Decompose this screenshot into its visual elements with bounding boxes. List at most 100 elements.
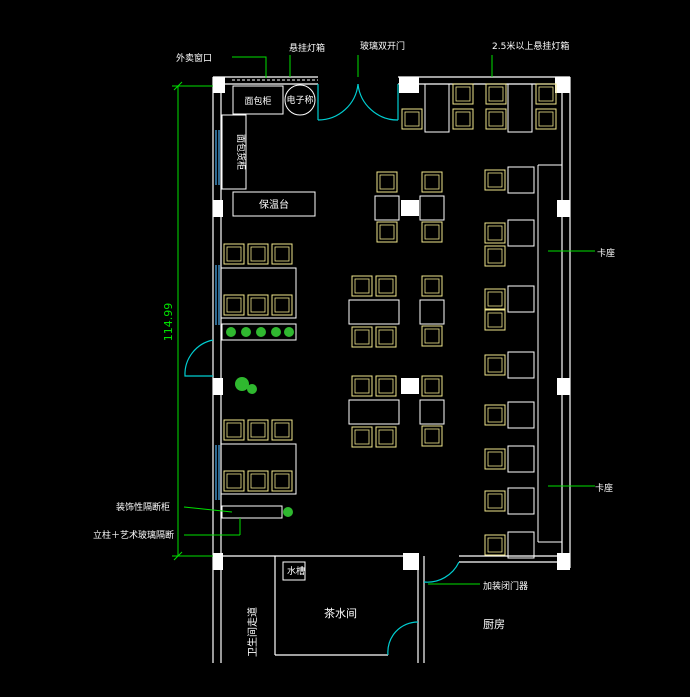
chair [421,171,443,193]
booth-label-top: 卡座 [597,247,615,259]
table [419,195,445,221]
table [507,285,535,313]
plant-icon [241,327,251,337]
chair-seat [487,172,503,188]
table [374,195,400,221]
chair-seat [424,278,440,294]
chair [223,470,245,492]
chair-seat [488,111,504,127]
tea-sink-label: 水槽 [287,565,305,577]
chair-seat [488,86,504,102]
chair [484,490,506,512]
chair [484,448,506,470]
bread-counter-label: 面包柜 [244,95,271,107]
table [507,445,535,473]
chair [247,294,269,316]
columns [213,77,570,570]
chair [452,83,474,105]
tea-room-label: 茶水间 [324,607,357,620]
doors [184,83,460,656]
chair-seat [424,378,440,394]
table [507,401,535,429]
chair-seat [226,246,242,262]
chair-seat [487,312,503,328]
chair-seat [274,473,290,489]
chair [351,426,373,448]
plant-icon [247,384,257,394]
chair [485,83,507,105]
chair-seat [250,422,266,438]
chair [375,426,397,448]
chair [223,243,245,265]
divider-label: 装饰性隔断柜 [116,501,170,513]
table [507,83,533,133]
chair-seat [455,111,471,127]
table [220,267,297,319]
bread-shelf-label: 面包货柜 [235,134,247,170]
chair [401,108,423,130]
chair [484,245,506,267]
chair [351,375,373,397]
table [507,487,535,515]
electronic-scale [284,84,316,116]
plant-icon [256,327,266,337]
chair-seat [538,111,554,127]
chair-seat [378,378,394,394]
chair-seat [487,357,503,373]
chair [421,425,443,447]
chair [351,326,373,348]
booth-bench [537,164,562,543]
chair [376,221,398,243]
chair [484,309,506,331]
chair-seat [378,429,394,445]
chair [271,419,293,441]
table [507,166,535,194]
chair [421,325,443,347]
chair [376,171,398,193]
chair-seat [487,225,503,241]
plants [226,327,294,517]
chair [247,243,269,265]
chair-seat [424,328,440,344]
plant-icon [271,327,281,337]
chair-seat [379,224,395,240]
bread-shelf [221,114,247,190]
tea-sink [282,561,306,581]
insulation-counter [232,191,316,217]
table [348,299,400,325]
kitchen-door-label: 加装闭门器 [483,580,528,592]
table [419,399,445,425]
plant-icon [226,327,236,337]
chair-seat [487,537,503,553]
ceiling-light-label: 2.5米以上悬挂灯箱 [492,40,569,52]
partition-label: 立柱＋艺术玻璃隔断 [93,529,174,541]
table [220,443,297,495]
chair [421,221,443,243]
chair-seat [455,86,471,102]
insulation-counter-label: 保温台 [259,198,289,211]
table [348,399,400,425]
chair [223,294,245,316]
chair-seat [487,407,503,423]
chair [484,354,506,376]
divider-cabinet [221,323,297,535]
dimension-line [172,81,213,561]
chair-seat [274,422,290,438]
chair-seat [354,278,370,294]
walls [212,76,571,663]
chair-seat [424,174,440,190]
table [507,531,535,559]
chair [247,419,269,441]
chair [223,419,245,441]
chair-seat [487,493,503,509]
chair-seat [250,297,266,313]
chair-seat [487,451,503,467]
chair-seat [487,291,503,307]
chair-seat [354,429,370,445]
windows [215,130,220,500]
chair [484,222,506,244]
electronic-scale-label: 电子称 [286,94,313,106]
chair-seat [226,422,242,438]
chair-seat [226,297,242,313]
